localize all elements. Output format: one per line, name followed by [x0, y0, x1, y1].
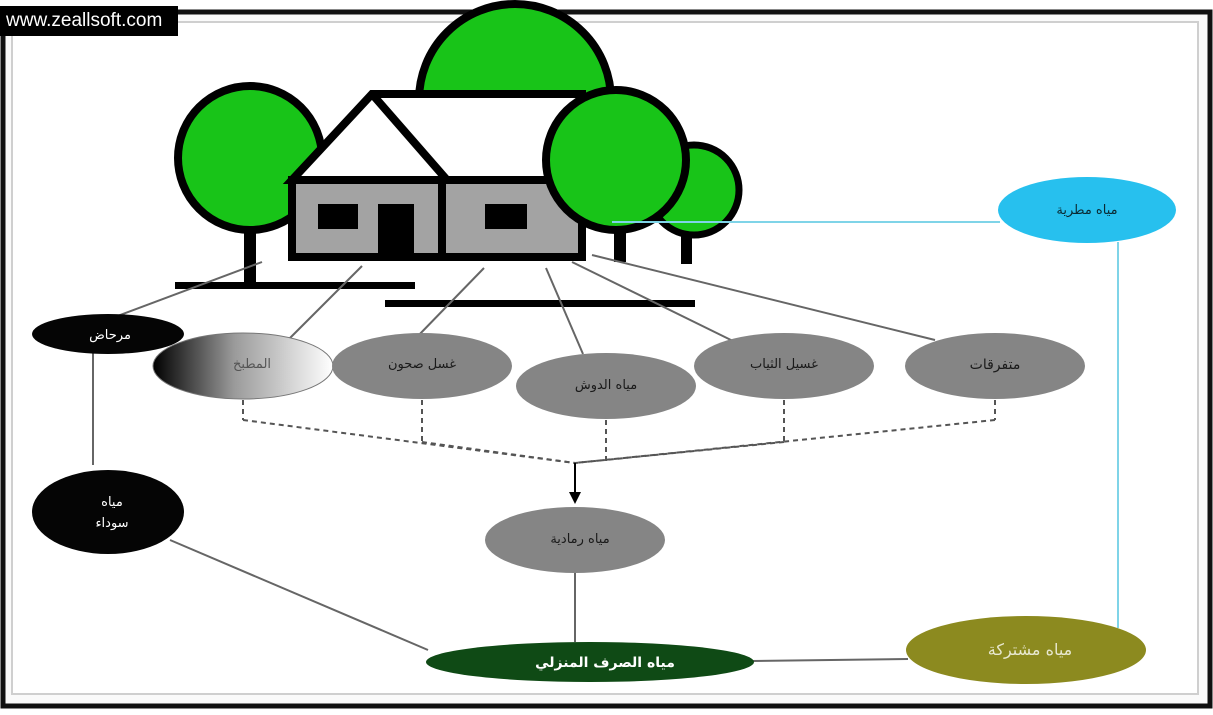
house-icon: [282, 90, 586, 261]
node-black-water-label-1: مياه: [101, 495, 123, 510]
node-black-water: مياه سوداء: [32, 470, 184, 554]
node-dishwashing-label: غسل صحون: [388, 357, 456, 372]
node-shower-label: مياه الدوش: [575, 378, 637, 393]
node-misc: متفرقات: [905, 333, 1085, 399]
dashed-collectors: [242, 400, 996, 464]
node-shower: مياه الدوش: [516, 353, 696, 419]
node-grey-water-label: مياه رمادية: [550, 532, 609, 547]
node-toilet: مرحاض: [32, 314, 184, 354]
node-laundry: غسيل الثياب: [694, 333, 874, 399]
connectors: [92, 254, 936, 662]
node-household-sewage: مياه الصرف المنزلي: [426, 642, 754, 682]
node-black-water-label-2: سوداء: [95, 516, 128, 531]
node-kitchen: المطبخ: [152, 332, 334, 400]
node-combined-water: مياه مشتركة: [906, 616, 1146, 684]
node-toilet-label: مرحاض: [89, 328, 131, 343]
tree-icon: [542, 86, 690, 262]
rain-connectors: [612, 221, 1119, 628]
node-dishwashing: غسل صحون: [332, 333, 512, 399]
house-illustration: [174, 0, 743, 307]
watermark: www.zeallsoft.com: [0, 6, 178, 36]
node-rain-water-label: مياه مطرية: [1056, 203, 1117, 218]
node-rain-water: مياه مطرية: [998, 177, 1176, 243]
node-grey-water: مياه رمادية: [485, 507, 665, 573]
node-laundry-label: غسيل الثياب: [750, 357, 818, 372]
node-combined-water-label: مياه مشتركة: [988, 640, 1072, 660]
arrow-down-icon: [569, 463, 581, 504]
node-misc-label: متفرقات: [970, 357, 1021, 373]
node-kitchen-label: المطبخ: [233, 357, 271, 372]
node-household-sewage-label: مياه الصرف المنزلي: [535, 655, 675, 671]
